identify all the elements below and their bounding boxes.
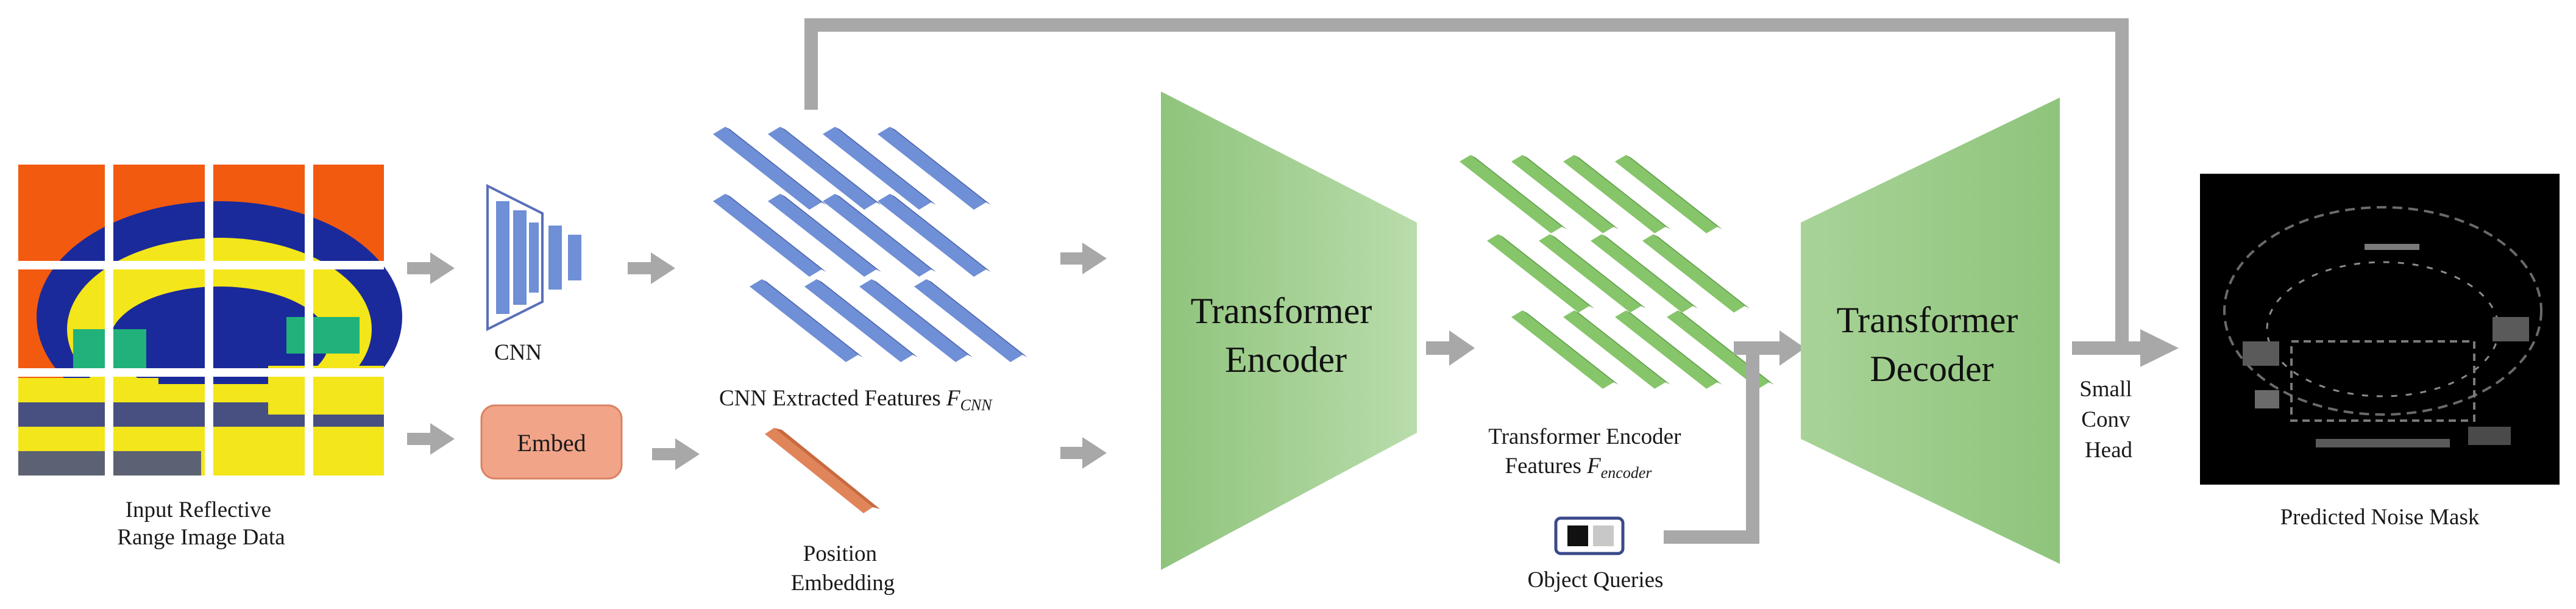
skip-connection	[804, 18, 2129, 347]
encoder-feature-bar-edge-10	[1574, 310, 1671, 385]
cnn-feature-bar-7	[823, 194, 931, 277]
cnn-feature-bar-edge-3	[835, 127, 936, 205]
cnn-label: CNN	[494, 340, 542, 365]
encoder-features-label: Transformer Encoder Features Fencoder	[1488, 424, 1686, 482]
encoder-feature-bar-edge-4	[1626, 155, 1723, 229]
encoder-feature-bars	[1460, 155, 1775, 389]
cnn-feature-bar-12	[914, 279, 1023, 362]
encoder-feature-bar-3	[1563, 155, 1666, 233]
small-conv-head-label: Small Conv Head	[2079, 377, 2138, 463]
encoder-feature-bar-edge-7	[1602, 234, 1698, 308]
cnn-feature-bar-edge-5	[725, 194, 826, 272]
encoder-feature-bar-edge-2	[1522, 155, 1619, 229]
encoder-feature-bar-edge-3	[1574, 155, 1671, 229]
cnn-feature-bar-edge-12	[926, 279, 1027, 357]
embed-label: Embed	[517, 429, 586, 457]
encoder-feature-bar-edge-11	[1626, 310, 1723, 385]
encoder-feature-bar-edge-9	[1522, 310, 1619, 385]
cnn-feature-bar-edge-7	[835, 194, 936, 272]
input-range-image	[18, 165, 402, 475]
arrow-to-output	[2072, 329, 2179, 367]
encoder-feature-bar-edge-1	[1471, 155, 1567, 229]
cnn-feature-bar-10	[804, 279, 913, 362]
cnn-feature-bar-edge-4	[890, 127, 991, 205]
cnn-feature-bar-edge-8	[890, 194, 991, 272]
arrows-input	[407, 252, 455, 455]
predicted-noise-mask-label: Predicted Noise Mask	[2280, 505, 2480, 530]
position-embedding-label: Position Embedding	[791, 541, 895, 596]
cnn-feature-bar-edge-6	[780, 194, 881, 272]
encoder-feature-bar-4	[1615, 155, 1718, 233]
cnn-feature-bar-2	[768, 127, 876, 210]
cnn-feature-bar-9	[750, 279, 858, 362]
cnn-feature-bar-5	[713, 194, 821, 277]
cnn-feature-bar-edge-2	[780, 127, 881, 205]
cnn-feature-bar-edge-10	[817, 279, 918, 357]
object-queries-icon	[1554, 516, 1625, 555]
encoder-feature-bar-edge-8	[1653, 234, 1750, 308]
predicted-noise-mask	[2200, 174, 2560, 485]
arrows-into-encoder	[1060, 243, 1107, 469]
object-queries-connector	[1664, 330, 1805, 544]
encoder-feature-bar-6	[1539, 234, 1642, 313]
encoder-feature-bar-edge-6	[1550, 234, 1647, 308]
encoder-feature-bar-9	[1511, 310, 1614, 389]
position-embedding-bar	[765, 428, 880, 513]
cnn-block	[486, 183, 581, 332]
encoder-feature-bar-10	[1563, 310, 1666, 389]
cnn-feature-bar-4	[878, 127, 986, 210]
encoder-feature-bar-edge-5	[1498, 234, 1595, 308]
cnn-feature-bars	[713, 127, 1027, 362]
embed-box	[480, 404, 623, 480]
encoder-feature-bar-5	[1487, 234, 1590, 313]
arrow-encoder-features	[1426, 330, 1475, 366]
cnn-feature-bar-11	[859, 279, 968, 362]
encoder-feature-bar-8	[1642, 234, 1745, 313]
cnn-feature-bar-edge-1	[725, 127, 826, 205]
encoder-feature-bar-7	[1591, 234, 1694, 313]
transformer-encoder-label: Transformer Encoder	[1191, 291, 1382, 380]
encoder-feature-bar-1	[1460, 155, 1563, 233]
cnn-feature-bar-edge-11	[871, 279, 973, 357]
transformer-decoder-block	[1801, 98, 2060, 564]
arrows-cnn-embed	[628, 252, 700, 470]
encoder-feature-bar-2	[1511, 155, 1614, 233]
encoder-feature-bar-11	[1615, 310, 1718, 389]
cnn-feature-bar-8	[878, 194, 986, 277]
cnn-feature-bar-6	[768, 194, 876, 277]
cnn-feature-bar-1	[713, 127, 821, 210]
transformer-encoder-block	[1161, 91, 1417, 570]
cnn-feature-bar-3	[823, 127, 931, 210]
cnn-feature-bar-edge-9	[762, 279, 863, 357]
object-queries-label: Object Queries	[1528, 568, 1664, 593]
transformer-decoder-label: Transformer Decoder	[1837, 300, 2028, 389]
input-label: Input Reflective Range Image Data	[117, 497, 285, 550]
encoder-feature-bar-12	[1667, 310, 1770, 389]
cnn-features-label: CNN Extracted Features FCNN	[719, 386, 993, 414]
